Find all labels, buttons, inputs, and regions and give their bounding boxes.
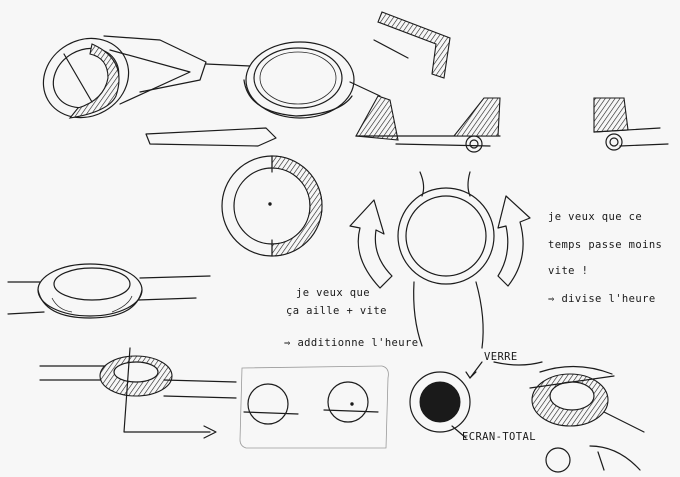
- sketch-black-screen: [409, 361, 543, 439]
- sketch-bracelet-ring: [7, 263, 211, 319]
- note-fast-line-3: ⇒ additionne l'heure: [284, 337, 419, 349]
- sketch-split-dial: [221, 155, 323, 257]
- sketch-hatched-ring-wrist: [39, 347, 237, 439]
- note-fast-line-2: ça aille + vite: [286, 305, 387, 317]
- sketch-bracelet-bottom-right: [529, 365, 645, 473]
- note-fast-line-1: je veux que: [296, 287, 370, 299]
- sketch-watch-arrows: [349, 171, 531, 349]
- note-slow-line-4: ⇒ divise l'heure: [548, 293, 656, 305]
- label-ecran: ECRAN-TOTAL: [462, 431, 536, 443]
- sketch-angled-watch-left: [42, 35, 277, 147]
- sketch-profile-sections: [355, 11, 669, 153]
- sketch-watch-top-middle: [205, 41, 381, 119]
- label-verre: VERRE: [484, 351, 518, 363]
- sketch-dome-comparison: [239, 365, 389, 449]
- note-slow-line-3: vite !: [548, 265, 589, 277]
- note-slow-line-1: je veux que ce: [548, 211, 643, 223]
- note-slow-line-2: temps passe moins: [548, 239, 663, 251]
